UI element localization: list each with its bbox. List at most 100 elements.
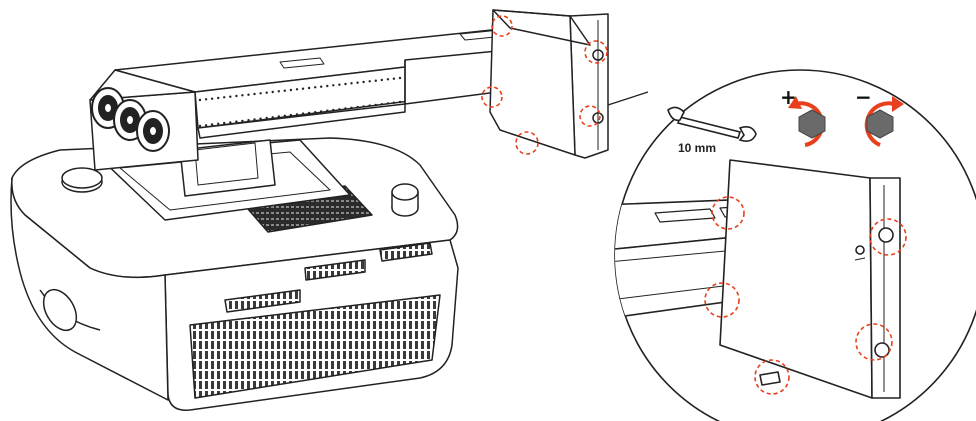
screw-markers-main [481,15,608,155]
rivet [210,123,214,126]
rivet [247,119,250,122]
rivet [265,116,268,120]
rivet [350,82,353,85]
screw-marker [704,282,740,318]
rivet [289,88,293,92]
rivet [344,82,347,86]
rivet [307,111,311,115]
rivet [265,91,268,94]
screw-marker [711,196,745,230]
rivet [332,84,335,87]
rivet [386,102,390,105]
rivet [362,80,365,84]
rivet [338,108,341,111]
rivet [356,105,359,109]
rivet [247,93,250,96]
top-vent-row [304,259,366,281]
rivet [271,90,274,94]
zoom-bracket-edge [869,177,901,399]
rivet [295,88,299,91]
front-vent-grille [189,294,441,399]
wrench-size-label: 10 mm [678,141,716,155]
screw-marker [481,86,503,108]
rivet [392,101,396,104]
rivet [320,110,323,113]
rivet [289,113,293,117]
rivet [374,103,377,107]
minus-sign: − [855,85,872,109]
detail-callout: 10 mm + − [614,69,976,421]
rivet [398,100,402,104]
screw-marker [515,131,539,155]
screw-marker [584,40,608,64]
rivet [295,113,299,116]
side-vent-oval [42,288,78,332]
rivet [350,106,353,110]
rivet [314,111,317,114]
rivet [380,78,383,82]
mount-post [179,139,276,197]
wall-bracket [569,13,609,159]
rivet [314,86,317,89]
rivet [217,96,220,100]
rivet [277,115,280,118]
rivet [398,76,402,80]
rivet [344,107,347,110]
top-vent-row [224,289,301,313]
rivet [368,80,371,83]
rivet [235,120,238,123]
rivet [235,94,238,98]
rivet [301,87,305,90]
rivet [253,118,256,121]
rivet [198,124,202,128]
projector-left-side [10,177,169,401]
lens-barrels [91,87,170,152]
rivet [307,86,311,90]
rivet [362,105,365,108]
top-vent-row [379,242,433,262]
screw-marker [754,359,790,395]
rivet [277,90,280,93]
rivet [241,94,244,97]
rivet [223,121,226,125]
rivet [326,84,329,88]
rivet [368,104,371,107]
rivet [326,109,329,112]
rivet [259,92,262,95]
rivet [204,124,208,127]
rivet [283,89,286,92]
rivet [223,96,226,99]
wrench-icon [667,106,757,142]
tighten-indicator: + [780,85,826,147]
rivet [204,98,208,101]
rivet [338,83,341,86]
hex-nut-icon [798,109,826,139]
rivet [241,119,244,123]
rivet [217,122,220,126]
rivet [386,78,390,81]
rivet [253,92,256,96]
loosen-indicator: − [855,85,904,147]
callout-connector [607,91,649,106]
screw-markers-zoom [704,196,907,395]
rivet [380,103,383,106]
rivet [392,77,396,80]
rivet [283,114,286,118]
rivet [229,121,232,124]
screw-marker [579,105,601,127]
rivet [356,81,359,84]
rivet [210,97,214,100]
rivet [198,98,202,102]
rivet [374,79,377,82]
rivet [259,117,262,120]
screw-marker [855,323,893,361]
rivet [271,116,274,119]
screw-marker [869,218,907,256]
rivet [301,112,305,115]
screw-marker [491,15,513,37]
rivet-row [198,76,402,128]
hex-nut-icon [866,109,894,139]
rivet [332,108,335,112]
rivet [320,85,323,88]
